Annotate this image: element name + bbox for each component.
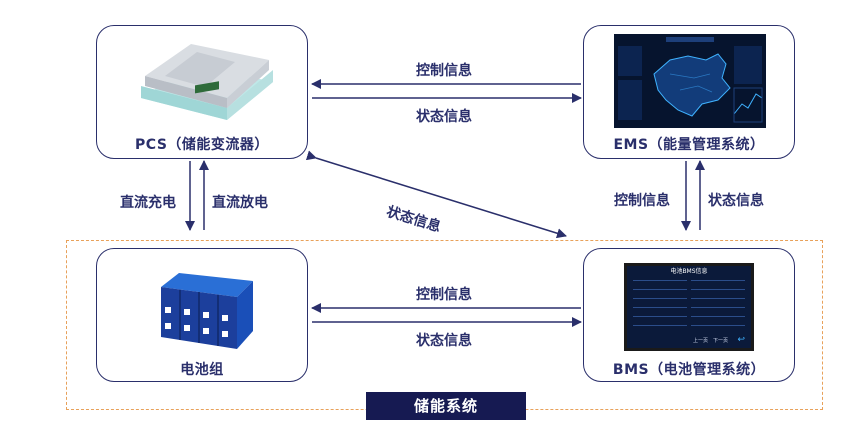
bms-screen-title: 电池BMS信息: [670, 268, 708, 275]
pcs-label: PCS（储能变流器）: [135, 137, 269, 153]
label-bms-ems-status: 状态信息: [708, 193, 764, 209]
label-dc-charge: 直流充电: [120, 195, 176, 211]
label-pcs-ems-control: 控制信息: [416, 63, 472, 79]
bms-screen-next: 下一页: [713, 338, 729, 344]
ems-node[interactable]: EMS（能量管理系统）: [583, 25, 795, 159]
ems-label: EMS（能量管理系统）: [613, 137, 765, 153]
label-ems-bms-control: 控制信息: [614, 193, 670, 209]
pcs-device-image: [141, 44, 273, 120]
battery-pack-image: [161, 273, 253, 349]
label-bms-battery-status: 状态信息: [416, 333, 472, 349]
storage-system-label: 储能系统: [366, 392, 526, 420]
arrow-diag-status: [305, 150, 567, 239]
battery-node[interactable]: 电池组: [96, 248, 308, 382]
back-arrow-icon: ↩: [737, 335, 745, 345]
label-dc-discharge: 直流放电: [212, 195, 268, 211]
ems-dashboard-image: [614, 34, 766, 128]
bms-node[interactable]: 电池BMS信息 上一页 下一页 ↩ BMS（电池管理系统）: [583, 248, 795, 382]
battery-label: 电池组: [180, 362, 224, 378]
label-battery-bms-control: 控制信息: [416, 287, 472, 303]
bms-label: BMS（电池管理系统）: [612, 362, 766, 378]
bms-screen-image: 电池BMS信息 上一页 下一页 ↩: [624, 263, 754, 351]
bms-screen-prev: 上一页: [693, 338, 709, 344]
pcs-node[interactable]: PCS（储能变流器）: [96, 25, 308, 159]
label-ems-pcs-status: 状态信息: [416, 109, 472, 125]
